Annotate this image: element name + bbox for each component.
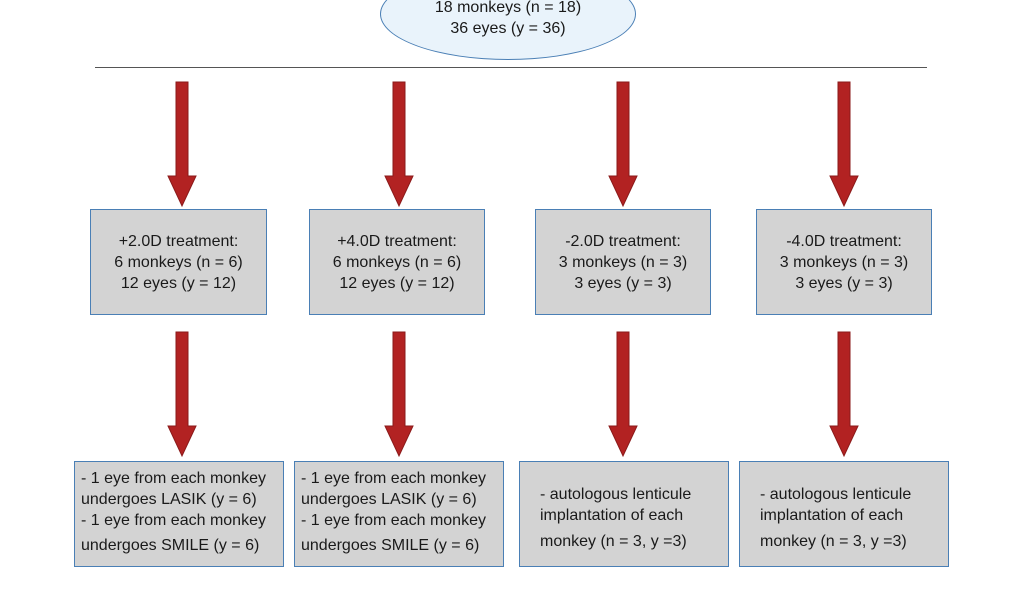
outcome-line: monkey (n = 3, y =3) <box>540 533 687 550</box>
group-monkeys: 6 monkeys (n = 6) <box>114 253 243 271</box>
group-eyes: 12 eyes (y = 12) <box>339 274 455 292</box>
group-monkeys: 6 monkeys (n = 6) <box>332 253 462 271</box>
root-eyes-text: 36 eyes (y = 36) <box>450 20 566 37</box>
group-title: +4.0D treatment: <box>337 232 457 250</box>
group-title: -4.0D treatment: <box>786 232 902 250</box>
arrow-down-icon <box>384 331 414 458</box>
outcome-box-plus4: - 1 eye from each monkey undergoes LASIK… <box>294 461 504 567</box>
outcome-line: undergoes LASIK (y = 6) <box>301 491 477 508</box>
group-box-plus4: +4.0D treatment: 6 monkeys (n = 6) 12 ey… <box>309 209 485 315</box>
outcome-box-minus4: - autologous lenticule implantation of e… <box>739 461 949 567</box>
outcome-box-plus2: - 1 eye from each monkey undergoes LASIK… <box>74 461 284 567</box>
root-node: 18 monkeys (n = 18) 36 eyes (y = 36) <box>380 0 636 60</box>
arrow-down-icon <box>608 331 638 458</box>
outcome-line: implantation of each <box>540 507 684 524</box>
root-monkeys-text: 18 monkeys (n = 18) <box>434 0 582 16</box>
group-box-plus2: +2.0D treatment: 6 monkeys (n = 6) 12 ey… <box>90 209 267 315</box>
arrow-down-icon <box>829 331 859 458</box>
group-title: -2.0D treatment: <box>565 232 681 250</box>
group-eyes: 3 eyes (y = 3) <box>795 274 893 292</box>
outcome-line: - 1 eye from each monkey <box>81 512 266 529</box>
group-box-minus2: -2.0D treatment: 3 monkeys (n = 3) 3 eye… <box>535 209 711 315</box>
group-monkeys: 3 monkeys (n = 3) <box>779 253 909 271</box>
arrow-down-icon <box>167 81 197 208</box>
group-monkeys: 3 monkeys (n = 3) <box>558 253 688 271</box>
outcome-line: - 1 eye from each monkey <box>301 512 486 529</box>
outcome-line: undergoes SMILE (y = 6) <box>301 537 480 554</box>
outcome-line: - autologous lenticule <box>760 486 912 503</box>
arrow-down-icon <box>608 81 638 208</box>
group-title: +2.0D treatment: <box>118 232 239 250</box>
arrow-down-icon <box>167 331 197 458</box>
outcome-line: - autologous lenticule <box>540 486 692 503</box>
arrow-down-icon <box>384 81 414 208</box>
outcome-box-minus2: - autologous lenticule implantation of e… <box>519 461 729 567</box>
divider-line <box>95 67 927 68</box>
outcome-line: implantation of each <box>760 507 904 524</box>
outcome-line: - 1 eye from each monkey <box>81 470 266 487</box>
outcome-line: - 1 eye from each monkey <box>301 470 486 487</box>
group-box-minus4: -4.0D treatment: 3 monkeys (n = 3) 3 eye… <box>756 209 932 315</box>
outcome-line: undergoes SMILE (y = 6) <box>81 537 260 554</box>
outcome-line: undergoes LASIK (y = 6) <box>81 491 257 508</box>
group-eyes: 12 eyes (y = 12) <box>120 274 237 292</box>
outcome-line: monkey (n = 3, y =3) <box>760 533 907 550</box>
group-eyes: 3 eyes (y = 3) <box>574 274 672 292</box>
arrow-down-icon <box>829 81 859 208</box>
